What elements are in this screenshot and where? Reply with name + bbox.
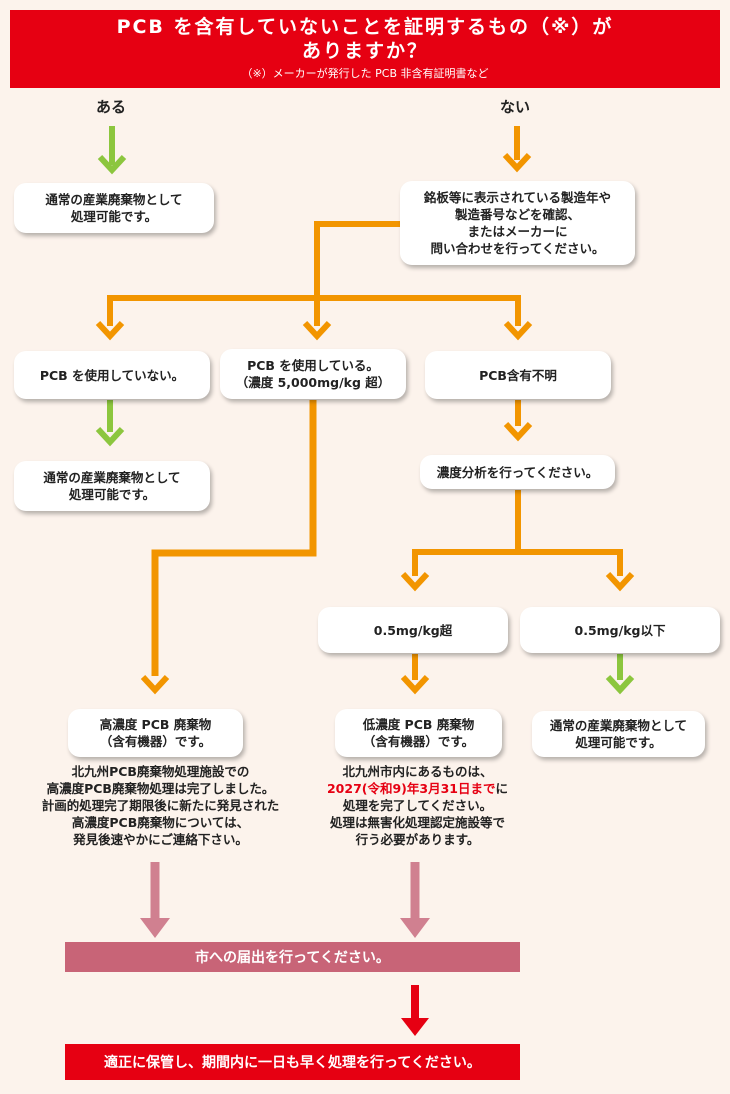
box-line: （濃度 5,000mg/kg 超） <box>235 375 391 390</box>
deadline-date: 2027(令和9)年3月31日まで <box>326 781 496 796</box>
under-0.5-arrow-icon <box>605 674 635 695</box>
box-line: 0.5mg/kg超 <box>373 622 453 638</box>
concentration-analysis-box: 濃度分析を行ってください。 <box>420 455 615 489</box>
box-line: PCB を使用していない。 <box>39 367 185 383</box>
high-route-connector <box>151 400 317 676</box>
description-line: 北九州PCB廃棄物処理施設での <box>71 764 250 779</box>
box-line: （含有機器）です。 <box>99 734 212 749</box>
unknown-arrow-icon <box>503 421 533 442</box>
high-to-notify-arrow-icon <box>140 918 170 938</box>
under-0.5-result-box: 通常の産業廃棄物として 処理可能です。 <box>532 711 705 757</box>
trunk-connector <box>314 221 400 298</box>
branch-yes-label: ある <box>96 98 127 116</box>
box-line: 通常の産業廃棄物として <box>549 718 688 733</box>
description-line: 行う必要があります。 <box>355 832 480 847</box>
notify-to-store-arrow-icon <box>401 1018 429 1036</box>
box-line: 通常の産業廃棄物として <box>43 470 181 485</box>
not-using-pcb-box: PCB を使用していない。 <box>14 351 210 399</box>
question-note: （※）メーカーが発行した PCB 非含有証明書など <box>241 67 489 80</box>
description-line: 処理は無害化処理認定施設等で <box>329 815 505 830</box>
low-concentration-box: 低濃度 PCB 廃棄物 （含有機器）です。 <box>335 709 502 757</box>
box-line: 処理可能です。 <box>575 735 662 750</box>
description-line: 計画的処理完了期限後に新たに発見された <box>41 798 280 813</box>
box-line: 低濃度 PCB 廃棄物 <box>362 717 475 732</box>
over-0.5-box: 0.5mg/kg超 <box>318 607 508 653</box>
box-line: PCB含有不明 <box>479 367 557 383</box>
branch-no-label: ない <box>500 98 531 116</box>
box-line: PCB を使用している。 <box>247 358 379 373</box>
box-line: 濃度分析を行ってください。 <box>436 464 599 480</box>
description-line: 処理を完了してください。 <box>342 798 493 813</box>
deadline-line: 2027(令和9)年3月31日までに <box>300 780 535 797</box>
yes-result-box: 通常の産業廃棄物として 処理可能です。 <box>14 183 214 233</box>
pcb-unknown-box: PCB含有不明 <box>425 351 611 399</box>
description-line: 北九州市内にあるものは、 <box>342 764 493 779</box>
box-line: 0.5mg/kg以下 <box>574 622 666 638</box>
analysis-split-connector <box>412 549 623 576</box>
using-pcb-box: PCB を使用している。 （濃度 5,000mg/kg 超） <box>220 349 406 399</box>
box-line: （含有機器）です。 <box>362 734 475 749</box>
box-line: 処理可能です。 <box>70 209 158 224</box>
box-line: 通常の産業廃棄物として <box>45 192 183 207</box>
box-line: 製造番号などを確認、 <box>454 207 580 222</box>
low-concentration-description: 北九州市内にあるものは、 2027(令和9)年3月31日までに 処理を完了してく… <box>300 763 535 848</box>
low-to-notify-arrow-icon <box>400 918 430 938</box>
analysis-arrow-right-icon <box>605 571 635 592</box>
question-line-1: PCB を含有していないことを証明するもの（※）が <box>116 16 614 38</box>
no-arrow-icon <box>502 152 532 173</box>
not-using-arrow-icon <box>95 426 125 447</box>
yes-arrow-icon <box>97 154 127 175</box>
split-arrow-left-icon <box>95 320 125 341</box>
over-0.5-arrow-icon <box>400 674 430 695</box>
split-arrow-right-icon <box>503 320 533 341</box>
box-line: 銘板等に表示されている製造年や <box>423 190 612 205</box>
description-line: 高濃度PCB廃棄物については、 <box>71 815 250 830</box>
under-0.5-box: 0.5mg/kg以下 <box>520 607 720 653</box>
description-line: 発見後速やかにご連絡下さい。 <box>73 832 248 847</box>
high-concentration-box: 高濃度 PCB 廃棄物 （含有機器）です。 <box>68 709 243 757</box>
question-line-2: ありますか？ <box>301 40 428 62</box>
notify-city-banner: 市への届出を行ってください。 <box>65 942 520 972</box>
deadline-suffix: に <box>495 781 509 796</box>
box-line: またはメーカーに <box>467 224 568 239</box>
high-route-arrow-icon <box>140 674 170 695</box>
not-using-result-box: 通常の産業廃棄物として 処理可能です。 <box>14 461 210 511</box>
box-line: 高濃度 PCB 廃棄物 <box>99 717 212 732</box>
box-line: 処理可能です。 <box>68 487 156 502</box>
box-line: 問い合わせを行ってください。 <box>430 241 605 256</box>
description-line: 高濃度PCB廃棄物処理は完了しました。 <box>46 781 275 796</box>
analysis-arrow-left-icon <box>400 571 430 592</box>
split-arrow-middle-icon <box>302 320 332 341</box>
question-header: PCB を含有していないことを証明するもの（※）が ありますか？ （※）メーカー… <box>10 10 720 88</box>
high-concentration-description: 北九州PCB廃棄物処理施設での 高濃度PCB廃棄物処理は完了しました。 計画的処… <box>8 763 313 848</box>
check-nameplate-box: 銘板等に表示されている製造年や 製造番号などを確認、 またはメーカーに 問い合わ… <box>400 181 635 265</box>
store-and-dispose-banner: 適正に保管し、期間内に一日も早く処理を行ってください。 <box>65 1044 520 1080</box>
